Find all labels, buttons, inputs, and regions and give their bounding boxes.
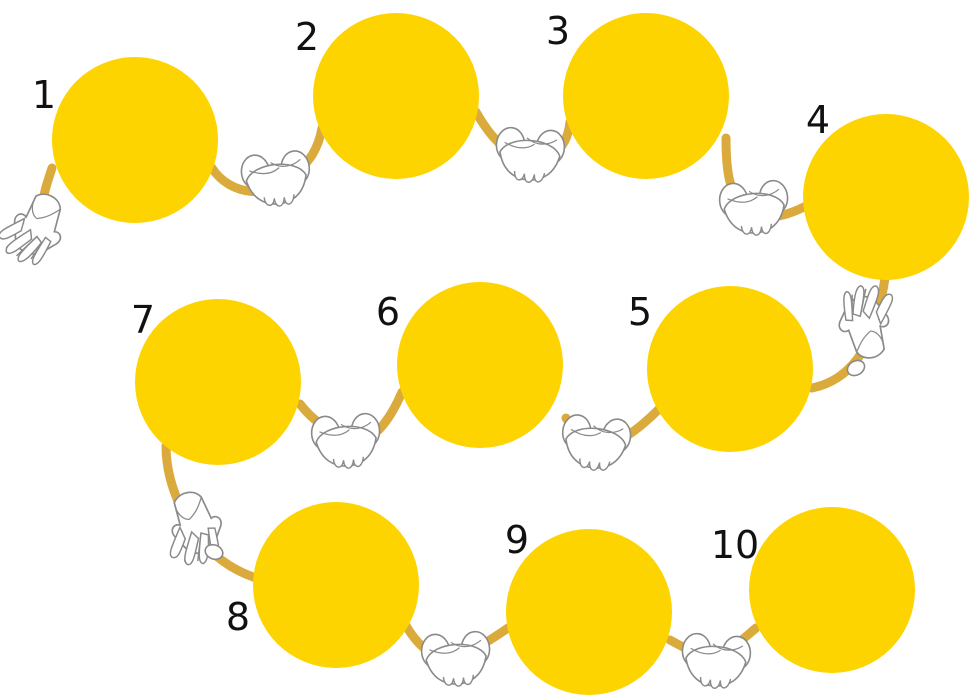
node-number: 4 [806, 98, 830, 142]
node-number: 7 [131, 298, 155, 342]
node-circle [313, 13, 479, 179]
node-circle [253, 502, 419, 668]
node-number: 10 [711, 523, 759, 567]
handshake-icon [718, 180, 790, 238]
node-circle [749, 507, 915, 673]
handshake-icon [310, 413, 382, 471]
node-circle [397, 282, 563, 448]
glove-hand-icon [831, 279, 907, 364]
node-number: 8 [226, 595, 250, 639]
handshake-icon [559, 414, 632, 474]
node-number: 3 [546, 9, 570, 53]
node-circle [135, 299, 301, 465]
node-number: 5 [628, 290, 652, 334]
handshake-icon [420, 631, 492, 689]
node-circle [563, 13, 729, 179]
handshake-icon [680, 633, 752, 691]
node-number: 1 [32, 73, 56, 117]
node-number: 2 [295, 15, 319, 59]
node-circle [506, 529, 672, 695]
node-circle [647, 286, 813, 452]
circles-layer [52, 13, 969, 695]
node-circle [52, 57, 218, 223]
handshake-icon [240, 150, 313, 210]
node-number: 9 [505, 518, 529, 562]
node-number: 6 [376, 290, 400, 334]
glove-hand-icon [0, 184, 73, 272]
handshake-icon [494, 127, 566, 185]
